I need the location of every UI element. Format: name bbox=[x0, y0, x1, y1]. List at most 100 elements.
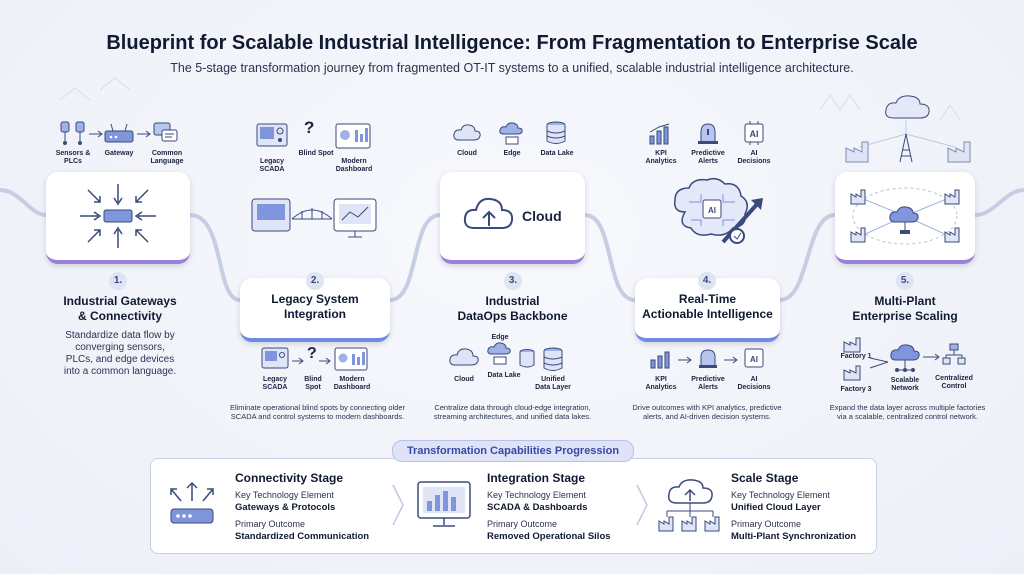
connector-lines bbox=[869, 357, 889, 369]
gateway-icon bbox=[104, 123, 134, 143]
svg-text:AI: AI bbox=[750, 355, 758, 364]
legacy-bridge-icon bbox=[251, 198, 377, 238]
column-key-label: Key Technology Element bbox=[731, 490, 830, 500]
column-outcome-value: Standardized Communication bbox=[235, 531, 370, 542]
page-subtitle: The 5-stage transformation journey from … bbox=[170, 61, 854, 75]
icon-label: Factory 1 bbox=[840, 353, 872, 360]
stage-number: 2. bbox=[306, 272, 324, 290]
chevron-right-icon bbox=[636, 484, 648, 526]
stage-description: Centralize data through cloud-edge integ… bbox=[433, 403, 592, 421]
factory-icon bbox=[843, 365, 861, 381]
column-outcome-value: Multi-Plant Synchronization bbox=[731, 531, 857, 542]
cloud-network-icon bbox=[658, 479, 720, 532]
stage-number: 5. bbox=[896, 272, 914, 290]
chip-text: AI bbox=[708, 206, 716, 215]
icon-label: Cloud bbox=[454, 376, 474, 383]
icon-label: Factory 3 bbox=[840, 386, 872, 393]
svg-text:AI: AI bbox=[750, 129, 759, 139]
column-key-value: Unified Cloud Layer bbox=[731, 502, 821, 513]
chevron-right-icon bbox=[392, 484, 404, 526]
stage-description: Expand the data layer across multiple fa… bbox=[829, 403, 986, 421]
arrow-right-icon bbox=[923, 353, 940, 361]
column-outcome-label: Primary Outcome bbox=[235, 519, 306, 529]
stage-description: Drive outcomes with KPI analytics, predi… bbox=[632, 403, 782, 421]
scada-icon bbox=[261, 347, 289, 369]
dashboard-icon bbox=[335, 123, 371, 149]
stage-number: 3. bbox=[504, 272, 522, 290]
monitor-icon bbox=[417, 481, 471, 527]
stage-number: 4. bbox=[698, 272, 716, 290]
icon-label: Gateway bbox=[104, 150, 134, 157]
question-icon: ? bbox=[304, 118, 315, 137]
bar-chart-icon bbox=[650, 351, 670, 369]
icon-label: Cloud bbox=[457, 150, 477, 157]
ai-chip-icon: AI bbox=[744, 348, 764, 368]
column-title: Integration Stage bbox=[487, 471, 586, 485]
gateway-hub-icon bbox=[80, 184, 156, 248]
database-icon bbox=[519, 349, 535, 368]
column-outcome-label: Primary Outcome bbox=[731, 519, 802, 529]
stage-title: Industrial Gateways& Connectivity bbox=[63, 294, 177, 323]
column-key-value: SCADA & Dashboards bbox=[487, 502, 588, 513]
gateway-icon bbox=[170, 481, 214, 524]
edge-icon bbox=[499, 122, 523, 145]
network-map-icon bbox=[850, 187, 960, 245]
dashboard-icon bbox=[334, 347, 368, 371]
stage-1-card bbox=[46, 172, 190, 264]
icon-label: Data Lake bbox=[540, 150, 574, 157]
column-outcome-value: Removed Operational Silos bbox=[487, 531, 611, 542]
alert-icon bbox=[698, 123, 718, 144]
column-outcome-label: Primary Outcome bbox=[487, 519, 558, 529]
factory-icon bbox=[843, 337, 861, 353]
ai-chip-icon: AI bbox=[744, 121, 764, 145]
cloud-upload-icon bbox=[463, 197, 514, 229]
page-title: Blueprint for Scalable Industrial Intell… bbox=[106, 32, 918, 54]
scada-icon bbox=[256, 123, 288, 147]
database-icon bbox=[546, 121, 566, 144]
sensor-icon bbox=[60, 121, 85, 145]
stage-number: 1. bbox=[109, 272, 127, 290]
arrow-right-icon bbox=[724, 356, 738, 364]
icon-label: Edge bbox=[491, 334, 509, 341]
enterprise-cloud-icon bbox=[845, 95, 971, 163]
arrow-right-icon bbox=[292, 357, 304, 365]
arrow-right-icon bbox=[89, 130, 103, 138]
stage-description: Eliminate operational blind spots by con… bbox=[229, 403, 406, 421]
cloud-icon bbox=[449, 348, 479, 366]
column-key-label: Key Technology Element bbox=[235, 490, 334, 500]
cloud-network-icon bbox=[890, 344, 920, 372]
arrow-right-icon bbox=[319, 357, 331, 365]
column-key-label: Key Technology Element bbox=[487, 490, 586, 500]
progression-panel: Connectivity Stage Key Technology Elemen… bbox=[150, 458, 877, 554]
icon-label: Data Lake bbox=[487, 372, 521, 379]
control-icon bbox=[942, 343, 966, 365]
progression-banner: Transformation Capabilities Progression bbox=[392, 440, 634, 462]
database-icon bbox=[543, 347, 563, 371]
chat-icon bbox=[153, 122, 178, 142]
stage-3-card: Cloud bbox=[440, 172, 585, 264]
arrow-right-icon bbox=[137, 130, 151, 138]
ai-brain-icon: AI bbox=[673, 177, 763, 244]
bar-chart-icon bbox=[649, 123, 670, 145]
icon-label: Edge bbox=[503, 150, 521, 157]
